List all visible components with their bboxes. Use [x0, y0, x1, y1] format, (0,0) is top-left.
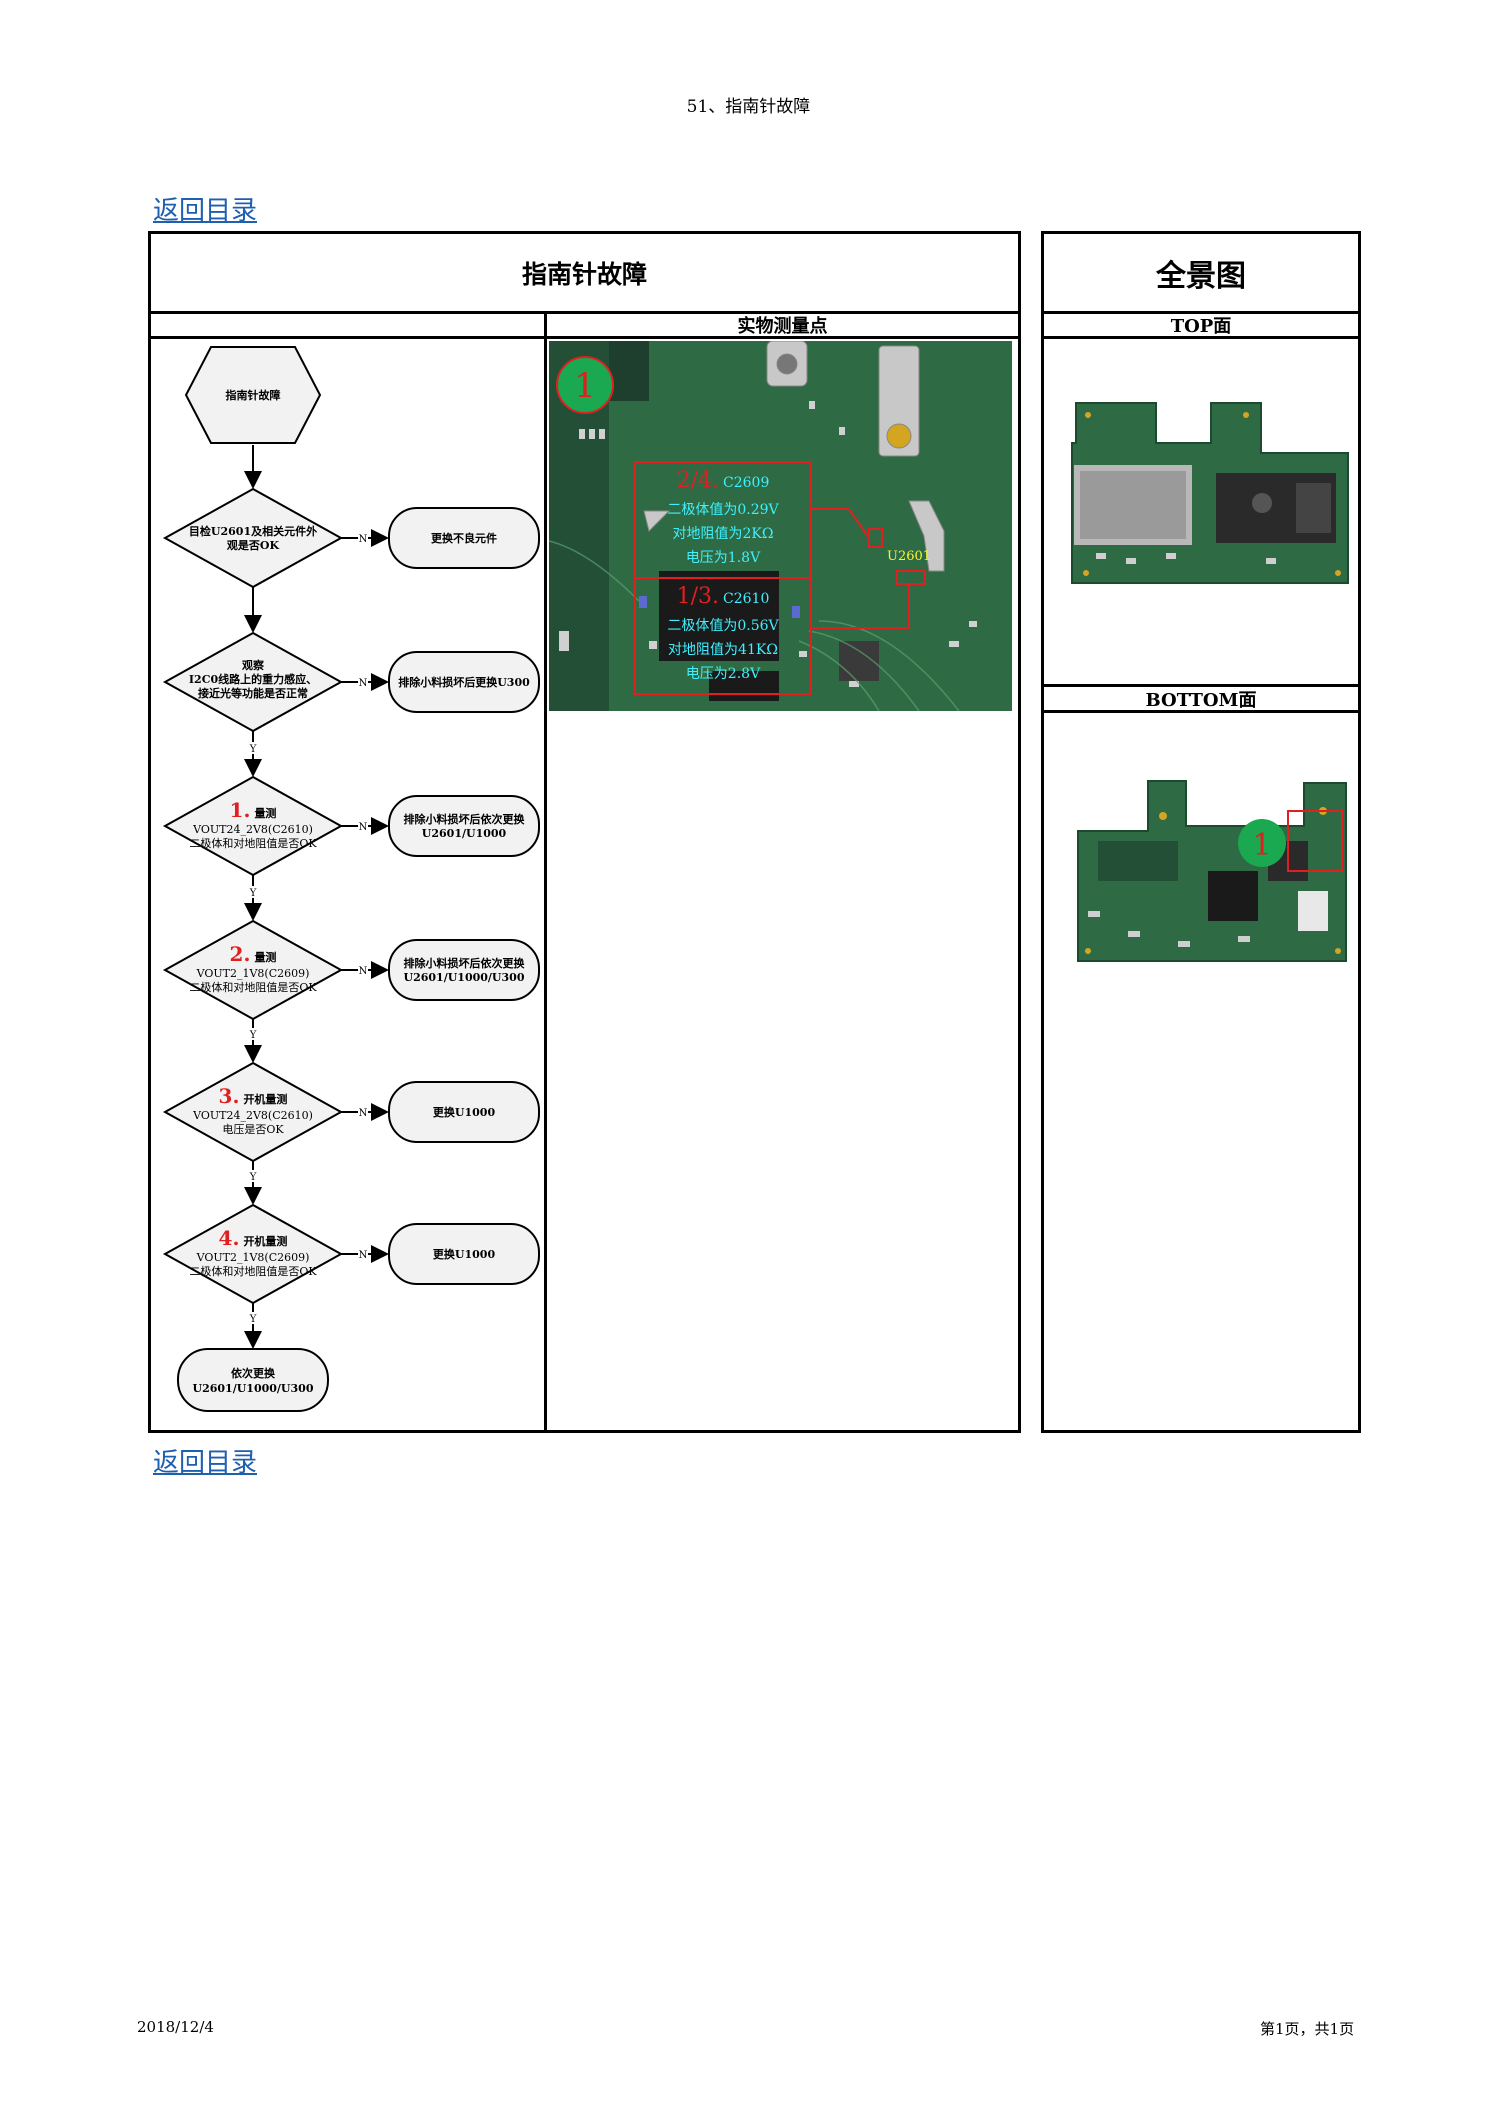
svg-text:4.开机量测: 4.开机量测: [219, 1226, 288, 1250]
decision-text: 电压是否OK: [222, 1123, 284, 1136]
no-label: N: [359, 1250, 368, 1261]
step-number: 2.: [230, 942, 251, 966]
main-title: 指南针故障: [521, 259, 647, 289]
decision-text: 目检U2601及相关元件外: [189, 524, 317, 538]
start-label: 指南针故障: [226, 388, 281, 402]
divider: [148, 336, 1021, 339]
step-number: 3.: [219, 1084, 240, 1108]
decision-text: 观是否OK: [227, 539, 280, 552]
back-to-contents-link-bottom[interactable]: 返回目录: [153, 1448, 258, 1478]
result-text: U2601/U1000: [422, 827, 507, 840]
divider: [1041, 336, 1361, 339]
top-board-image: [1071, 402, 1349, 584]
result-text: U2601/U1000/U300: [403, 971, 524, 984]
svg-text:1/3.C2610: 1/3.C2610: [677, 584, 770, 609]
end-text: 依次更换: [231, 1366, 276, 1380]
main-table: [148, 231, 1021, 1433]
divider: [148, 311, 1021, 314]
decision-text: 二极体和对地阻值是否OK: [189, 1264, 317, 1278]
divider: [1041, 311, 1361, 314]
u2601-label: U2601: [887, 549, 931, 564]
annotation-text: 电压为1.8V: [686, 550, 761, 566]
no-label: N: [359, 678, 368, 689]
result-terminal: [388, 651, 540, 713]
annotation-text: 对地阻值为2KΩ: [673, 526, 774, 542]
result-terminal: [388, 795, 540, 857]
svg-text:3.开机量测: 3.开机量测: [219, 1084, 288, 1108]
result-text: 排除小料损坏后依次更换: [404, 812, 526, 826]
annotation-text: 二极体值为0.56V: [667, 618, 779, 634]
board-marker-number: 1: [1252, 828, 1271, 863]
decision-diamond: [162, 919, 344, 1021]
no-label: N: [359, 534, 368, 545]
decision-text: VOUT24_2V8(C2610): [192, 1109, 313, 1122]
panorama-title: 全景图: [1156, 258, 1246, 294]
divider: [1041, 684, 1361, 687]
yes-label: Y: [249, 744, 257, 755]
svg-text:1.量测: 1.量测: [230, 798, 277, 822]
result-text: 更换U1000: [433, 1247, 496, 1261]
no-label: N: [359, 966, 368, 977]
measure-header: 实物测量点: [737, 316, 828, 337]
decision-text: VOUT2_1V8(C2609): [196, 967, 310, 980]
decision-diamond: [162, 487, 344, 589]
footer-date: 2018/12/4: [137, 2018, 214, 2036]
footer-page-number: 第1页，共1页: [1260, 2020, 1355, 2038]
divider: [1041, 710, 1361, 713]
decision-diamond: [162, 775, 344, 877]
decision-text: 二极体和对地阻值是否OK: [189, 836, 317, 850]
step-title: 开机量测: [243, 1092, 287, 1106]
yes-label: Y: [249, 1314, 257, 1325]
yes-label: Y: [249, 1030, 257, 1041]
result-text: 排除小料损坏后依次更换: [404, 956, 526, 970]
annotation-text: 对地阻值为41KΩ: [668, 642, 778, 658]
page-header: 51、指南针故障: [686, 97, 811, 117]
no-label: N: [359, 822, 368, 833]
decision-text: I2C0线路上的重力感应、: [189, 672, 317, 686]
result-terminal: [388, 1223, 540, 1285]
divider: [544, 311, 547, 1432]
svg-text:2/4.C2609: 2/4.C2609: [677, 468, 770, 493]
bottom-board-image: 1: [1077, 780, 1347, 962]
point-number: 1/3.: [677, 584, 719, 609]
step-title: 开机量测: [243, 1234, 287, 1248]
decision-diamond: [162, 1061, 344, 1163]
ref-designator: C2609: [723, 475, 769, 491]
annotation-text: 二极体值为0.29V: [667, 502, 779, 518]
result-terminal: [388, 507, 540, 569]
ref-designator: C2610: [723, 591, 769, 607]
bottom-side-label: BOTTOM面: [1145, 689, 1257, 711]
yes-label: Y: [249, 888, 257, 899]
top-side-label: TOP面: [1170, 316, 1232, 337]
decision-text: 观察: [242, 658, 265, 672]
decision-text: VOUT2_1V8(C2609): [196, 1251, 310, 1264]
start-hexagon: [184, 346, 322, 444]
decision-diamond: [162, 631, 344, 733]
decision-text: 二极体和对地阻值是否OK: [189, 980, 317, 994]
result-text: 更换不良元件: [431, 531, 497, 545]
back-to-contents-link-top[interactable]: 返回目录: [153, 196, 258, 226]
panorama-table: [1041, 231, 1361, 1433]
end-terminal: [177, 1348, 329, 1412]
result-text: 更换U1000: [433, 1105, 496, 1119]
end-text: U2601/U1000/U300: [192, 1382, 313, 1395]
decision-text: 接近光等功能是否正常: [198, 686, 308, 700]
annotation-text: 电压为2.8V: [686, 666, 761, 682]
svg-text:2.量测: 2.量测: [230, 942, 277, 966]
decision-text: VOUT24_2V8(C2610): [192, 823, 313, 836]
yes-label: Y: [249, 1172, 257, 1183]
result-terminal: [388, 939, 540, 1001]
measurement-photo: 1 2/4.C2609 二极体值为0.29V 对地阻值为2KΩ 电压为1.8V …: [549, 341, 1012, 711]
step-title: 量测: [254, 950, 276, 964]
result-terminal: [388, 1081, 540, 1143]
no-label: N: [359, 1108, 368, 1119]
marker-number: 1: [574, 366, 596, 406]
result-text: 排除小料损坏后更换U300: [398, 675, 530, 689]
flowchart: N N N N N N Y Y Y Y Y: [162, 346, 540, 1412]
step-number: 4.: [219, 1226, 240, 1250]
step-number: 1.: [230, 798, 251, 822]
decision-diamond: [162, 1203, 344, 1305]
step-title: 量测: [254, 806, 276, 820]
point-number: 2/4.: [677, 468, 719, 493]
